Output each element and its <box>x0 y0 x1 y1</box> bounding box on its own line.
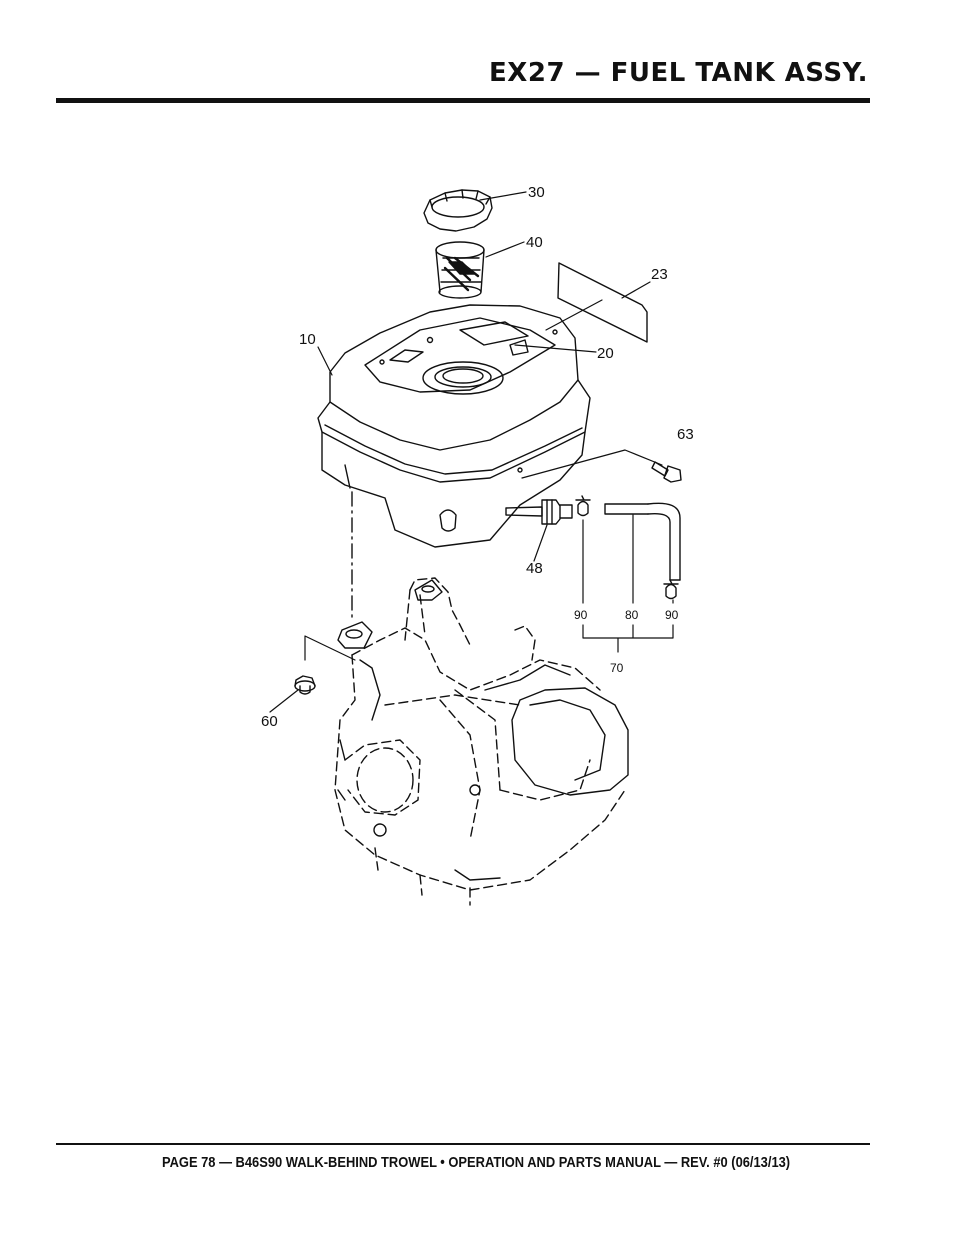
fuel-cock-part <box>505 499 573 525</box>
callout-10: 10 <box>299 331 316 348</box>
engine-phantom <box>334 577 626 906</box>
fuel-cap-part <box>423 189 493 232</box>
flange-nut-part <box>294 675 316 695</box>
label-23-part <box>557 262 648 343</box>
callout-20: 20 <box>597 345 614 362</box>
fuel-hose-part <box>604 502 681 581</box>
fuel-tank-part <box>317 304 591 548</box>
callout-60: 60 <box>261 713 278 730</box>
leader-lines <box>269 191 674 713</box>
callout-80: 80 <box>625 608 639 622</box>
callout-90-right: 90 <box>665 608 679 622</box>
callout-90-left: 90 <box>574 608 588 622</box>
callout-70: 70 <box>610 661 624 675</box>
tank-mount-bracket <box>337 579 443 649</box>
callout-40: 40 <box>526 234 543 251</box>
callout-63: 63 <box>677 426 694 443</box>
hose-clamp-part <box>575 495 679 600</box>
callout-labels: 30 40 23 10 20 63 48 90 80 90 70 60 <box>261 184 694 730</box>
page-title: EX27 — FUEL TANK ASSY. <box>489 58 868 88</box>
header-rule <box>56 98 870 103</box>
callout-30: 30 <box>528 184 545 201</box>
callout-23: 23 <box>651 266 668 283</box>
engine-outline <box>337 659 629 881</box>
page-footer: PAGE 78 — B46S90 WALK-BEHIND TROWEL • OP… <box>161 1154 791 1171</box>
callout-48: 48 <box>526 560 543 577</box>
fuel-strainer-part <box>435 241 485 299</box>
footer-rule <box>56 1143 870 1145</box>
bolt-63-part <box>651 461 682 483</box>
